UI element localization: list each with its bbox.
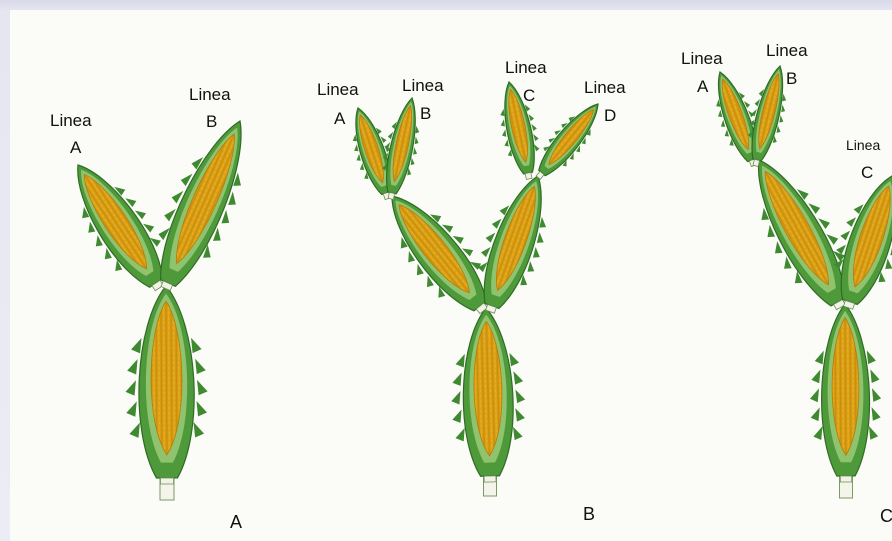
panel-b-label-linea-word: Linea (402, 76, 444, 95)
panel-b-label-linea-letter-c: C (523, 86, 535, 105)
panel-a-label-linea-letter-a: A (70, 138, 82, 157)
panel-c-label-linea-word: Linea (766, 41, 808, 60)
panel-b-label-linea-word: Linea (317, 80, 359, 99)
panel-b-ear-linea-d (525, 94, 610, 188)
panel-b-label-linea-word: Linea (505, 58, 547, 77)
panel-b-ear-linea-c (492, 78, 547, 182)
panel-c-label-linea-letter-a: A (697, 77, 709, 96)
panel-b-label-linea-letter-d: D (604, 106, 616, 125)
panel-b-label-linea-letter-a: A (334, 109, 346, 128)
panel-a-label-linea-word: Linea (189, 85, 231, 104)
panel-c-main-ear (809, 304, 881, 482)
panel-c-caption-letter: C (880, 506, 892, 526)
panel-b-label-linea-letter-b: B (420, 104, 431, 123)
panel-b-main-ear (449, 307, 527, 483)
panel-a-caption-letter: A (230, 512, 242, 532)
panel-b-label-linea-word: Linea (584, 78, 626, 97)
panel-a-label-linea-word: Linea (50, 111, 92, 130)
panel-a-main-ear (125, 286, 208, 484)
panel-c-label-linea-letter-c: C (861, 163, 873, 182)
panel-c-label-linea-word: Linea (681, 49, 723, 68)
panel-c-label-linea-letter-b: B (786, 69, 797, 88)
panel-c-label-linea-word: Linea (846, 137, 880, 153)
panel-a-label-linea-letter-b: B (206, 112, 217, 131)
panel-b-caption-letter: B (583, 504, 595, 524)
